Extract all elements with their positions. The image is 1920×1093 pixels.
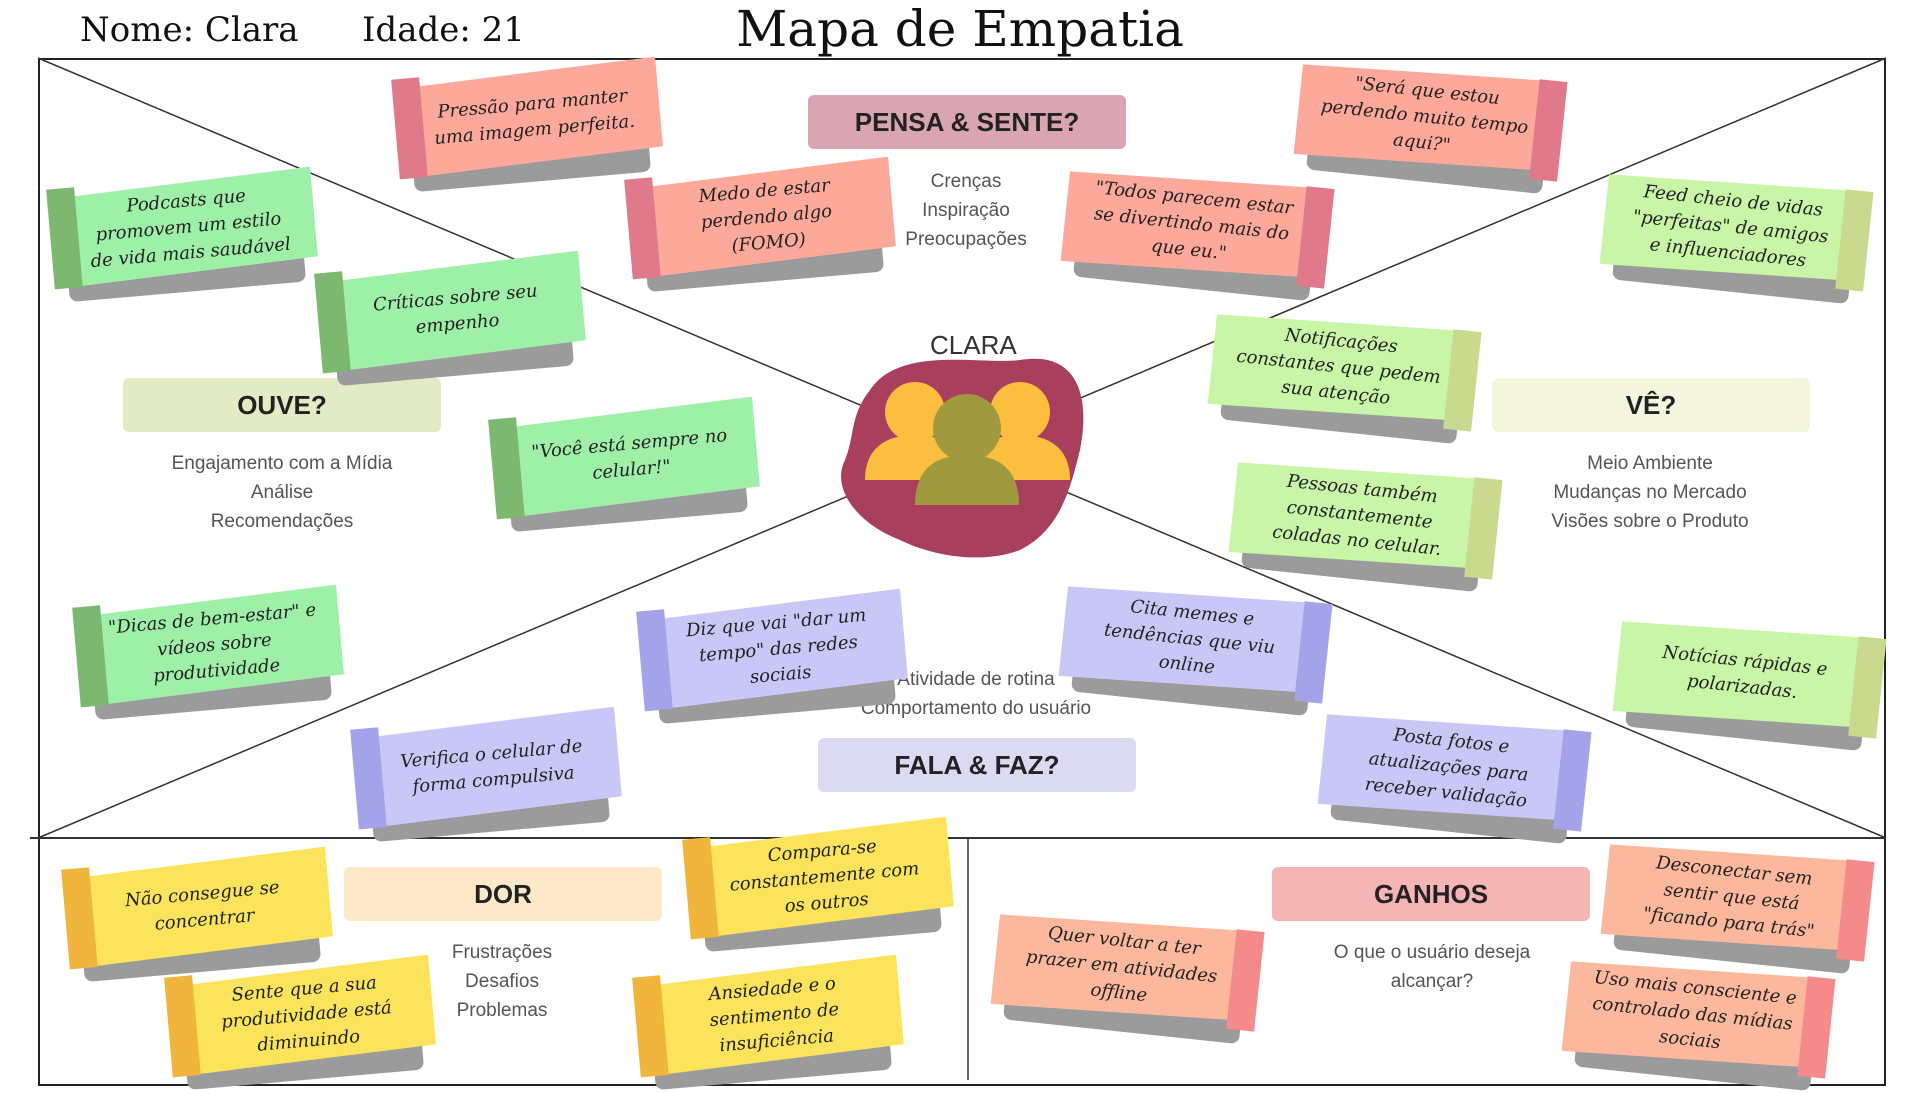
persona-name-label: Nome: Clara [80, 10, 299, 50]
persona-age-label: Idade: 21 [362, 10, 525, 50]
ve-description: Meio Ambiente Mudanças no Mercado Visões… [1551, 453, 1749, 532]
section-pensa-sente: PENSA & SENTE? [808, 95, 1126, 149]
section-fala-faz: FALA & FAZ? [818, 738, 1136, 792]
ouve-description: Engajamento com a Mídia Análise Recomend… [171, 453, 393, 532]
page-title: Mapa de Empatia [736, 0, 1184, 58]
section-ganhos: GANHOS [1272, 867, 1590, 921]
ganhos-description: O que o usuário deseja alcançar? [1333, 942, 1531, 992]
section-ouve: OUVE? [123, 378, 441, 432]
section-ve: VÊ? [1492, 378, 1810, 432]
group-users-icon [841, 358, 1084, 558]
dor-description: Frustrações Desafios Problemas [451, 942, 553, 1021]
section-dor: DOR [344, 867, 662, 921]
pensa-description: Crenças Inspiração Preocupações [905, 171, 1027, 250]
fala-description: Atividade de rotina Comportamento do usu… [860, 669, 1092, 719]
persona-center-name: CLARA [930, 330, 1017, 360]
